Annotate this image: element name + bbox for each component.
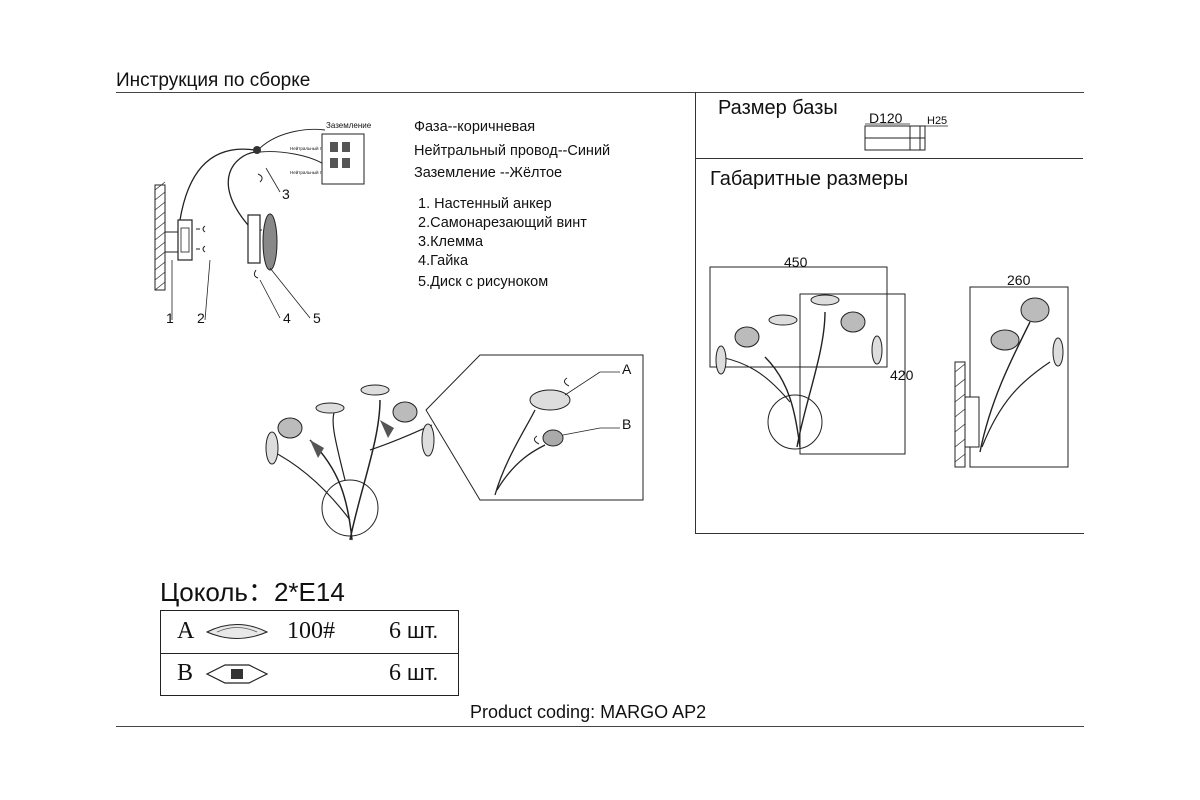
dimensions-side-drawing xyxy=(954,286,1069,468)
row-b-letter: B xyxy=(177,660,194,686)
callout-B: B xyxy=(622,416,632,432)
dim-width-label: 450 xyxy=(784,254,808,270)
part-5: 5.Диск с рисунoком xyxy=(418,274,549,290)
dim-depth-label: 260 xyxy=(1007,272,1031,288)
terminal-neutral-bottom: Нейтральный провод xyxy=(290,170,335,175)
page-title: Инструкция по сборке xyxy=(116,70,311,91)
callout-4: 4 xyxy=(283,310,291,326)
top-divider xyxy=(116,92,1084,93)
part-4: 4.Гайка xyxy=(418,253,469,269)
panel-divider xyxy=(695,158,1083,159)
dimensions-front-drawing xyxy=(709,266,906,455)
part-3: 3.Клемма xyxy=(418,234,484,250)
table-row: B 6 шт. xyxy=(161,653,458,695)
callout-1: 1 xyxy=(166,310,174,326)
wire-ground: Заземление --Жёлтое xyxy=(414,165,563,181)
wire-neutral: Нейтральный провод--Синий xyxy=(414,143,611,159)
dimensions-panel xyxy=(695,92,1084,534)
part-1: 1. Настенный анкер xyxy=(418,196,552,212)
callout-A: A xyxy=(622,361,632,377)
part-2: 2.Самонарезающий винт xyxy=(418,215,587,231)
table-row: A 100# 6 шт. xyxy=(161,611,458,654)
petal-shade-icon xyxy=(205,624,269,639)
callout-3: 3 xyxy=(282,186,290,202)
bottom-divider xyxy=(116,726,1084,727)
base-diameter-label: D120 xyxy=(869,110,903,126)
holder-plate-icon xyxy=(205,664,269,684)
wire-phase: Фаза--коричневая xyxy=(414,119,536,135)
parts-table: A 100# 6 шт. B 6 шт. xyxy=(160,610,459,696)
product-coding: Product coding: MARGO AP2 xyxy=(470,702,707,722)
detail-callout-frame xyxy=(425,354,644,501)
row-b-qty: 6 шт. xyxy=(389,660,439,686)
terminal-ground-label: Заземление xyxy=(326,121,372,130)
terminal-neutral-top: Нейтральный провод xyxy=(290,146,335,151)
overall-dimensions-title: Габаритные размеры xyxy=(710,168,909,190)
callout-2: 2 xyxy=(197,310,205,326)
row-a-qty: 6 шт. xyxy=(389,618,439,644)
dim-height-label: 420 xyxy=(890,367,914,383)
lamp-drawing xyxy=(265,384,435,541)
base-height-label: H25 xyxy=(927,115,948,127)
base-size-drawing xyxy=(864,123,948,151)
socket-label: Цоколь：2*E14 xyxy=(160,577,345,607)
base-size-title: Размер базы xyxy=(718,97,838,119)
callout-5: 5 xyxy=(313,310,321,326)
row-a-letter: A xyxy=(177,618,195,644)
row-a-code: 100# xyxy=(287,618,335,644)
installation-drawing xyxy=(154,128,365,321)
